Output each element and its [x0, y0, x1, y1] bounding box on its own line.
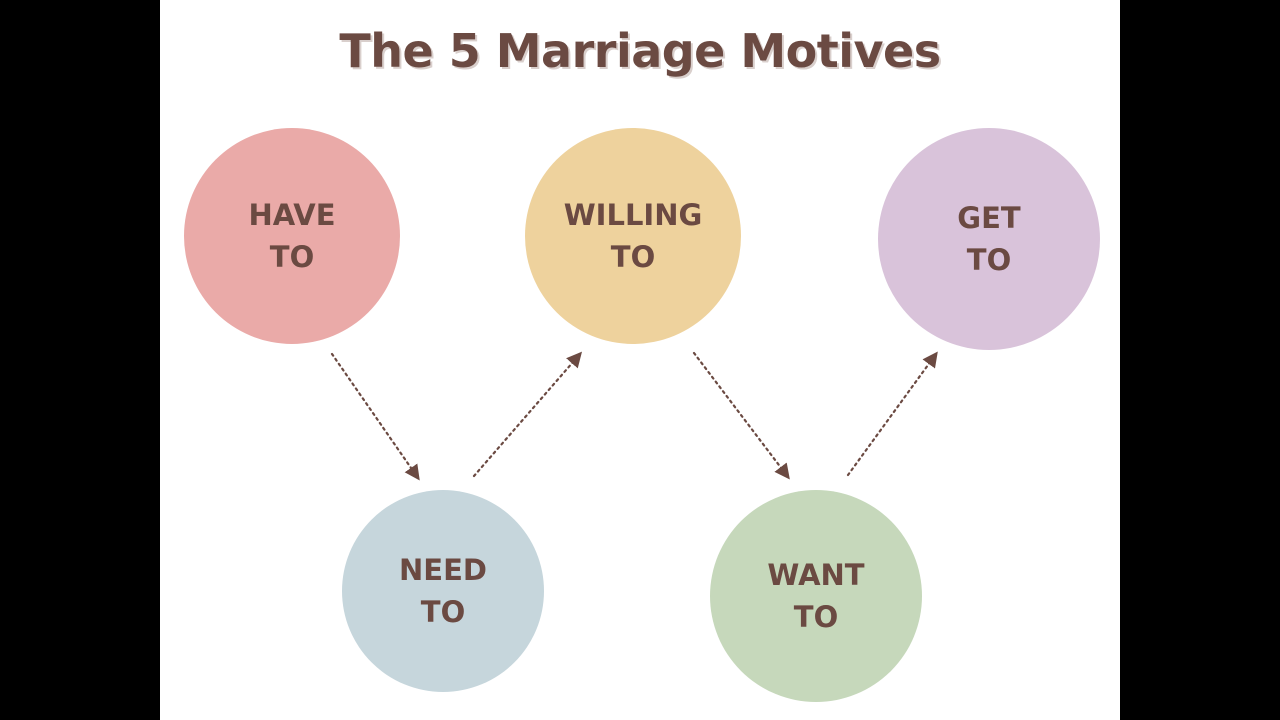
motive-circle-get-to: GET TO [878, 128, 1100, 350]
slide-title: The 5 Marriage Motives [339, 24, 941, 78]
motive-circle-need-to: NEED TO [342, 490, 544, 692]
arrow-have-to-need [330, 352, 420, 481]
motive-label-line2: TO [269, 240, 315, 274]
motive-label-line2: TO [610, 240, 656, 274]
motive-label-line2: TO [966, 243, 1012, 277]
motive-label-line2: TO [793, 600, 839, 634]
arrow-need-to-willing [472, 351, 583, 478]
arrow-willing-to-want [692, 351, 790, 480]
motive-circle-want-to: WANT TO [710, 490, 922, 702]
motive-label-line1: HAVE [248, 198, 336, 232]
motive-circle-willing-to: WILLING TO [525, 128, 741, 344]
motive-circle-have-to: HAVE TO [184, 128, 400, 344]
arrow-want-to-get [846, 351, 938, 477]
motive-label-line1: GET [957, 201, 1021, 235]
slide: The 5 Marriage Motives HAVE TO WILLING T… [160, 0, 1120, 720]
motive-label-line2: TO [420, 595, 466, 629]
arrow-layer [330, 351, 938, 481]
motive-label-line1: WILLING [563, 198, 703, 232]
motive-label-line1: WANT [767, 558, 865, 592]
motive-label-line1: NEED [399, 553, 487, 587]
